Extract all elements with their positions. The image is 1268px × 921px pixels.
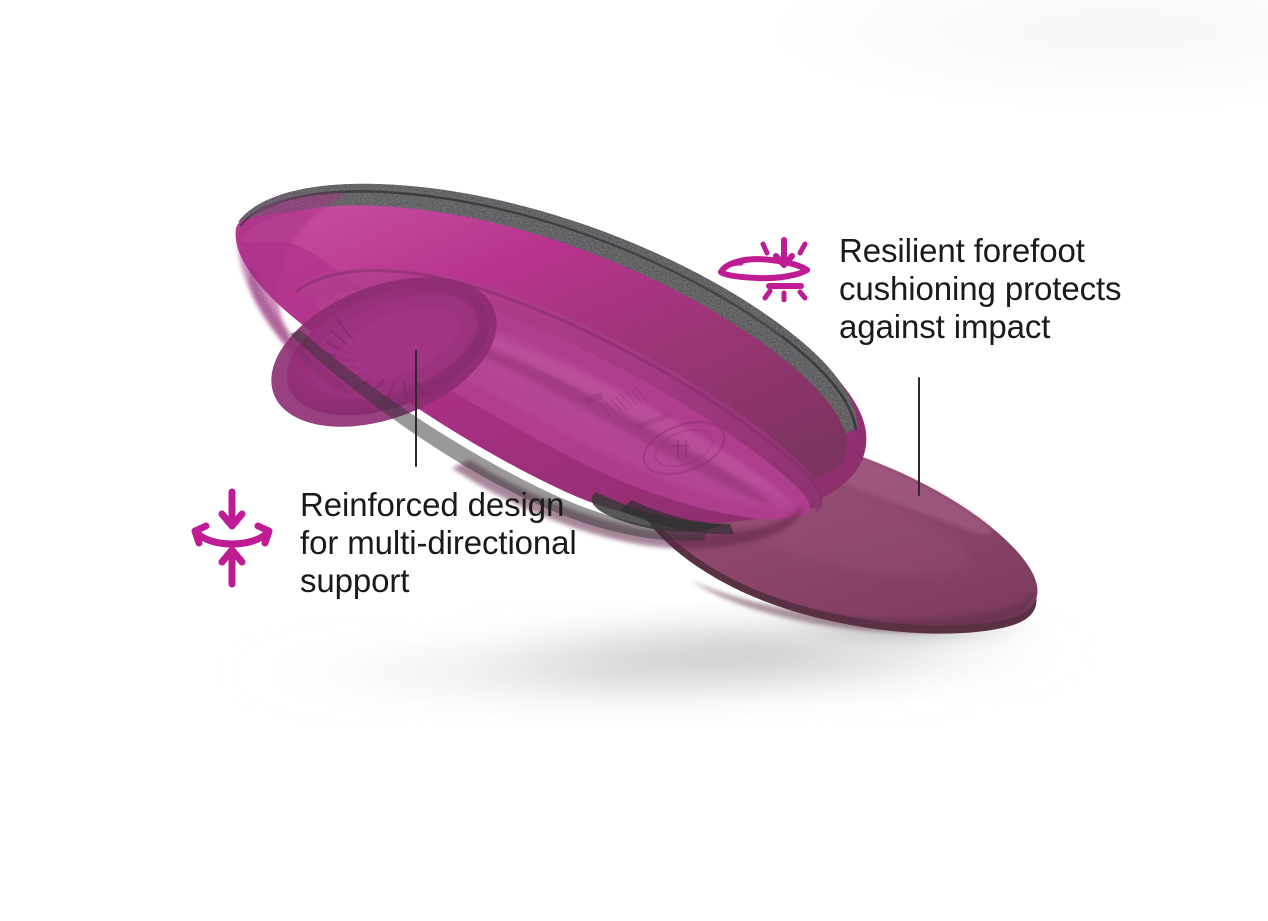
callout-resilient-forefoot-cushioning: Resilient forefoot cushioning protects a…	[713, 232, 1122, 346]
impact-cushion-icon	[718, 237, 810, 302]
leader-line-support	[415, 350, 417, 467]
callout-reinforced-design-support: Reinforced design for multi-directional …	[186, 486, 577, 600]
multi-directional-arrows-icon	[191, 488, 273, 588]
insole-forefoot-pad	[633, 430, 1038, 634]
callout-text-support: Reinforced design for multi-directional …	[300, 486, 577, 599]
leader-line-cushioning	[918, 377, 920, 496]
insole-emboss-detail	[583, 386, 726, 475]
callout-text-cushioning: Resilient forefoot cushioning protects a…	[839, 232, 1122, 345]
product-shadow	[220, 602, 1090, 718]
